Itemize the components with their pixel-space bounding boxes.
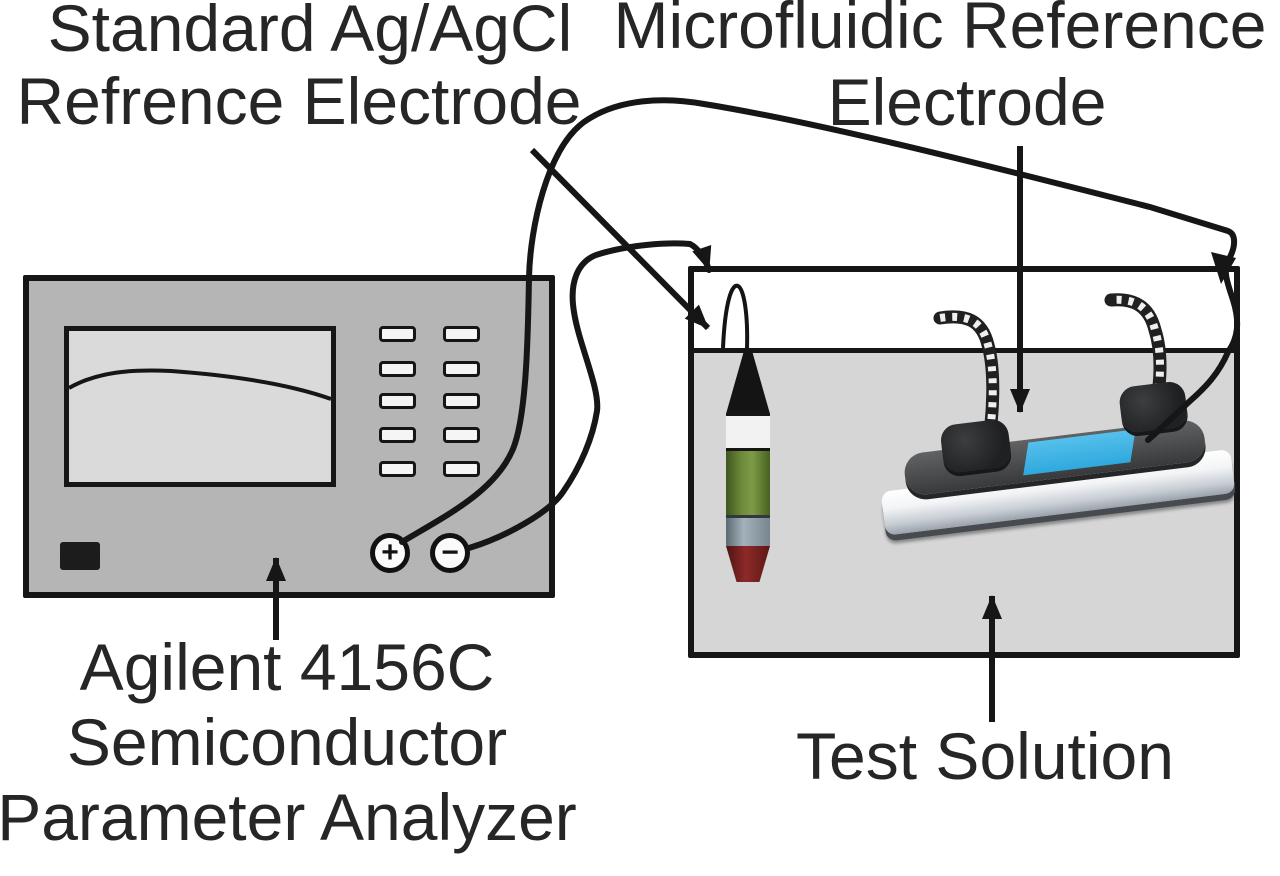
panel-button	[443, 461, 480, 477]
plus-icon: +	[381, 536, 399, 569]
panel-button	[379, 361, 416, 377]
electrode-lead-hook	[721, 283, 750, 349]
power-button	[60, 542, 100, 570]
chip-connector-left	[939, 418, 1013, 474]
panel-button	[443, 326, 480, 342]
panel-button	[443, 361, 480, 377]
display-trace	[69, 368, 331, 401]
microfluidic-reference-label-line2: Electrode	[827, 65, 1107, 139]
minus-icon: −	[441, 536, 459, 569]
analyzer-label-line2: Semiconductor	[66, 705, 508, 779]
panel-button	[379, 427, 416, 443]
panel-button	[379, 461, 416, 477]
beaker	[688, 266, 1240, 658]
analyzer-panel: + −	[23, 275, 555, 598]
chip-connector-right	[1117, 380, 1189, 434]
positive-terminal: +	[370, 533, 410, 573]
panel-button	[379, 393, 416, 409]
standard-reference-arrow	[529, 147, 711, 331]
standard-reference-label-line2: Refrence Electrode	[16, 64, 582, 138]
test-solution-label: Test Solution	[796, 719, 1174, 793]
analyzer-display	[64, 326, 336, 487]
analyzer-label-line3: Parameter Analyzer	[0, 780, 577, 854]
microfluidic-reference-label-line1: Microfluidic Reference	[613, 0, 1267, 62]
standard-reference-label-line1: Standard Ag/AgCl	[47, 0, 573, 65]
panel-button	[443, 393, 480, 409]
negative-terminal: −	[430, 533, 470, 573]
panel-button	[379, 326, 416, 342]
analyzer-label-line1: Agilent 4156C	[79, 630, 495, 704]
panel-button	[443, 427, 480, 443]
